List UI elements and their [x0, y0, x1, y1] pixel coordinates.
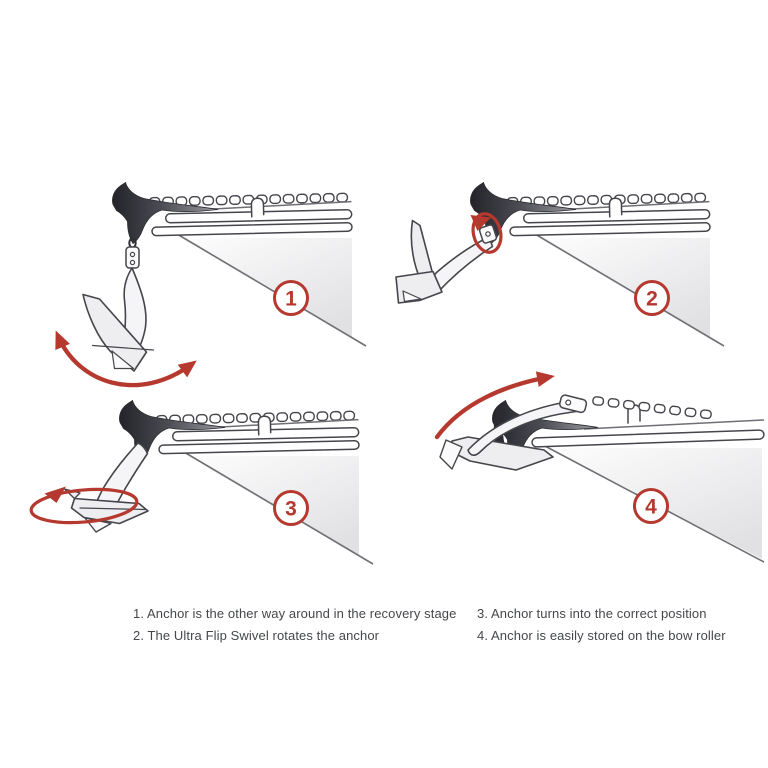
rotation-ellipse-arrow-icon	[471, 212, 503, 254]
rotation-ellipse-arrow-icon	[29, 487, 139, 525]
flip-swivel-body	[478, 224, 498, 244]
panel-step-4: 4	[434, 371, 765, 563]
caption-step-2: 2. The Ultra Flip Swivel rotates the anc…	[133, 628, 380, 643]
step-number: 2	[646, 288, 658, 311]
step-badge-2: 2	[634, 280, 670, 316]
step-badge-3: 3	[273, 490, 309, 526]
step-badge-1: 1	[273, 280, 309, 316]
swing-double-arrow-icon	[55, 330, 197, 388]
rotation-arrowhead-icon	[44, 486, 66, 503]
step-number: 4	[645, 496, 657, 519]
bow-roller-assembly	[492, 400, 765, 563]
anchor-rotating	[395, 219, 498, 304]
anchor-chain	[591, 395, 713, 420]
step-number: 1	[285, 288, 297, 311]
flip-swivel-body	[559, 394, 588, 414]
caption-column-left: 1. Anchor is the other way around in the…	[133, 603, 456, 647]
step-number: 3	[285, 498, 297, 521]
roller-rail	[531, 429, 765, 448]
caption-column-right: 3. Anchor turns into the correct positio…	[477, 603, 726, 647]
step-badge-4: 4	[633, 488, 669, 524]
caption-step-1: 1. Anchor is the other way around in the…	[133, 606, 457, 621]
anchor-stored	[439, 394, 713, 471]
anchor-fluke	[70, 497, 149, 525]
panel-step-2: 2	[395, 183, 724, 347]
panel-step-3: 3	[29, 401, 373, 565]
panel-step-1: 1	[55, 183, 366, 388]
caption-step-3: 3. Anchor turns into the correct positio…	[477, 606, 707, 621]
curved-up-arrow-icon	[434, 371, 555, 440]
roller-top-edge	[583, 419, 765, 430]
caption-step-4: 4. Anchor is easily stored on the bow ro…	[477, 628, 726, 643]
rotation-arrowhead-icon	[470, 215, 491, 231]
anchor-hanging-reversed	[82, 237, 155, 372]
